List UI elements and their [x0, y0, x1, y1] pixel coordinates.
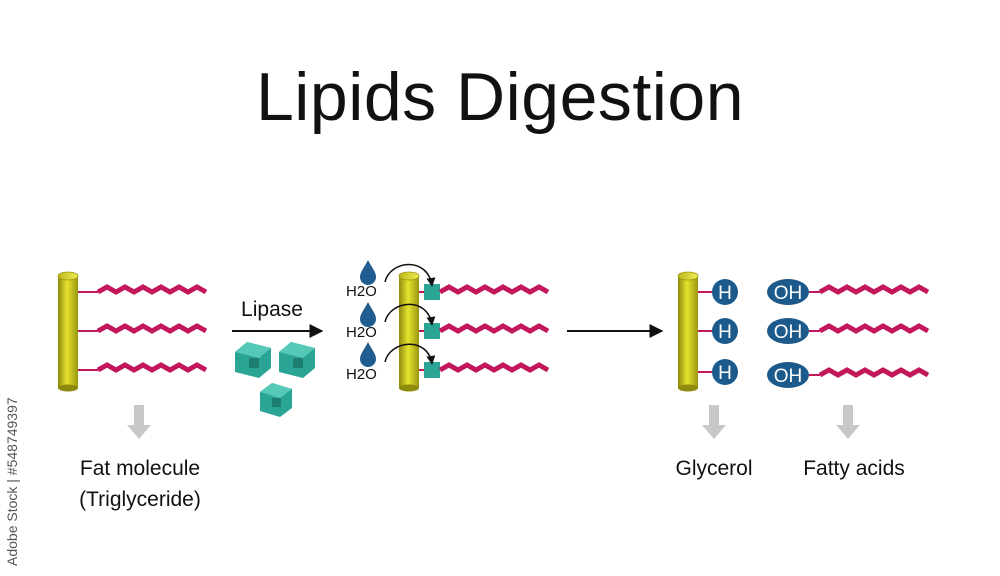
glycerol-product [677, 271, 738, 439]
hydrogen-label: H [718, 322, 732, 343]
zigzag-chain [438, 362, 550, 373]
curved-arrows [384, 263, 436, 365]
lipase-enzymes [235, 342, 315, 417]
hydroxyl-label: OH [774, 322, 803, 343]
glycerol-backbone-middle [398, 271, 420, 392]
hydrogen-circle [712, 359, 738, 385]
water-label: H2O [346, 283, 377, 300]
hydrogen-label: H [718, 283, 732, 304]
hydroxyl-oval [767, 362, 809, 388]
fat-molecule-label: Fat molecule [79, 457, 201, 480]
zigzag-chain [818, 323, 930, 334]
lipase-enzyme-icon [235, 342, 271, 378]
fatty-acids-product [767, 279, 930, 439]
triglyceride [57, 271, 208, 439]
glycerol-label: Glycerol [675, 457, 753, 480]
hydroxyl-oval [767, 318, 809, 344]
water-drops [360, 260, 376, 367]
water-label: H2O [346, 324, 377, 341]
fatty-acid-chains-left [78, 284, 208, 373]
water-drop-icon [360, 260, 376, 285]
lipase-enzyme-icon [260, 383, 292, 417]
bound-enzymes [424, 284, 440, 378]
glycerol-backbone-left [57, 271, 79, 392]
zigzag-chain [96, 362, 208, 373]
hydroxyl-label: OH [774, 366, 803, 387]
zigzag-chain [818, 367, 930, 378]
down-arrow-fat [127, 405, 151, 439]
water-drop-icon [360, 302, 376, 327]
page-title: Lipids Digestion [255, 59, 745, 135]
triglyceride-label: (Triglyceride) [79, 488, 201, 511]
zigzag-chain [96, 323, 208, 334]
zigzag-chain [96, 284, 208, 295]
down-arrow-glycerol [702, 405, 726, 439]
fatty-acids-label: Fatty acids [803, 457, 905, 480]
hydrogen-circle [712, 279, 738, 305]
down-arrow-fatty-acids [836, 405, 860, 439]
zigzag-chain [438, 284, 550, 295]
hydrogen-label: H [718, 363, 732, 384]
lipase-label: Lipase [241, 298, 303, 321]
hydroxyl-label: OH [774, 283, 803, 304]
water-drop-icon [360, 342, 376, 367]
hydroxyl-oval [767, 279, 809, 305]
zigzag-chain [438, 323, 550, 334]
lipase-enzyme-icon [279, 342, 315, 378]
zigzag-chain [818, 284, 930, 295]
fatty-acid-chains-middle [419, 284, 550, 373]
hydrolysis-step [360, 260, 550, 392]
stock-watermark: Adobe Stock | #548749397 [4, 397, 20, 566]
hydrogen-circle [712, 318, 738, 344]
water-label: H2O [346, 366, 377, 383]
